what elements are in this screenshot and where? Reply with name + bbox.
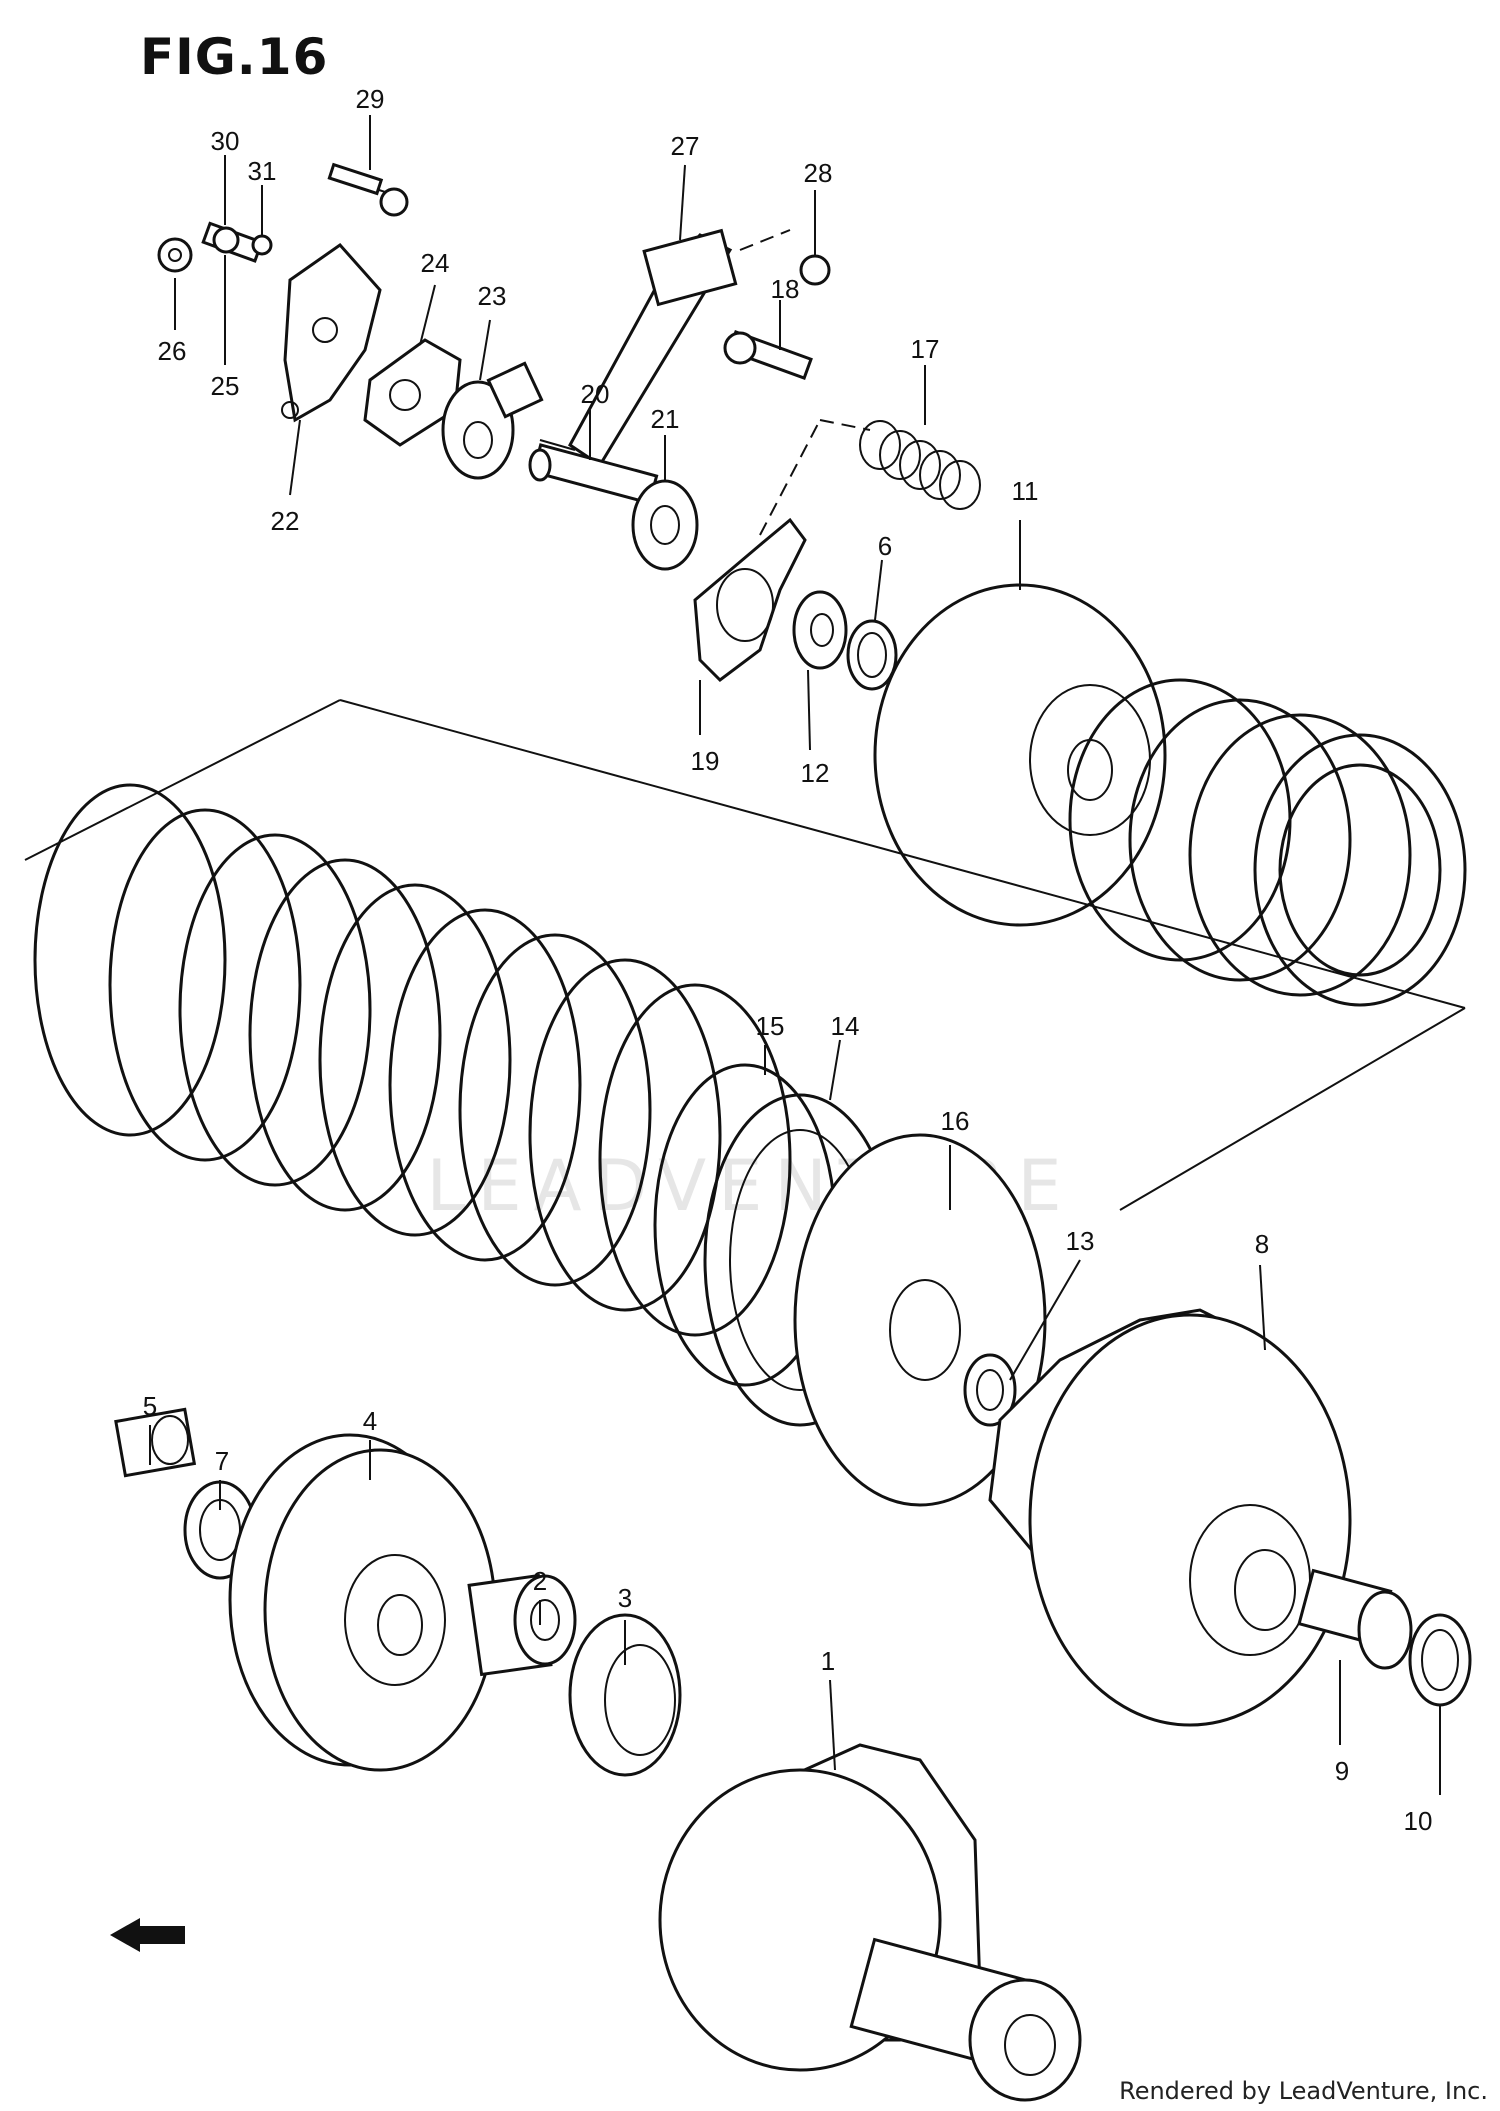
part-11-pressure-plate [873, 583, 1167, 927]
callout-22: 22 [271, 506, 300, 536]
release-lever-assembly [157, 162, 981, 691]
callout-16: 16 [941, 1106, 970, 1136]
part-22-plate [283, 243, 382, 423]
callout-6: 6 [878, 531, 892, 561]
callout-30: 30 [211, 126, 240, 156]
callout-5: 5 [143, 1391, 157, 1421]
callout-7: 7 [215, 1446, 229, 1476]
callout-12: 12 [801, 758, 830, 788]
part-19-lifter [693, 517, 807, 682]
part-8-clutch-basket [988, 1308, 1352, 1727]
callout-11: 11 [1012, 476, 1039, 506]
front-direction-arrow-icon [110, 1918, 185, 1952]
part-31-washer [251, 234, 273, 256]
callout-29: 29 [356, 84, 385, 114]
part-4-clutch-assembly [228, 1433, 497, 1772]
callout-24: 24 [421, 248, 450, 278]
callout-28: 28 [804, 158, 833, 188]
clutch-plate-stack-main [33, 783, 792, 1337]
part-26-nut [157, 237, 193, 273]
callout-13: 13 [1066, 1226, 1095, 1256]
credit-text: Rendered by LeadVenture, Inc. [1119, 2077, 1488, 2105]
part-5-nut [114, 1407, 197, 1478]
part-17-spring [859, 420, 981, 510]
callout-9: 9 [1335, 1756, 1349, 1786]
callout-19: 19 [691, 746, 720, 776]
figure-title: FIG.16 [140, 28, 329, 86]
callout-26: 26 [158, 336, 187, 366]
part-29-bolt [327, 162, 384, 196]
part-2-bushing [467, 1573, 577, 1677]
callout-23: 23 [478, 281, 507, 311]
callout-8: 8 [1255, 1229, 1269, 1259]
callout-15: 15 [756, 1011, 785, 1041]
leader-lines [149, 115, 1441, 1795]
callout-20: 20 [581, 379, 610, 409]
callout-2: 2 [533, 1566, 547, 1596]
callout-4: 4 [363, 1406, 377, 1436]
part-12-bearing [792, 590, 848, 670]
part-1-clutch-housing [658, 1743, 1082, 2102]
callout-10: 10 [1404, 1806, 1433, 1836]
callout-21: 21 [651, 404, 680, 434]
part-28-bolt [799, 254, 831, 286]
callout-25: 25 [211, 371, 240, 401]
part-30-nut [212, 226, 240, 254]
part-9-sleeve [1297, 1568, 1413, 1670]
part-10-washer [1408, 1613, 1472, 1707]
callout-31: 31 [248, 156, 277, 186]
part-21-bearing [631, 479, 699, 571]
part-3-bearing [568, 1613, 682, 1777]
part-13-washer [963, 1353, 1017, 1427]
callout-17: 17 [911, 334, 940, 364]
callout-3: 3 [618, 1583, 632, 1613]
callout-labels: 29 30 31 26 25 24 23 22 27 28 18 17 20 2… [143, 84, 1433, 1836]
callout-14: 14 [831, 1011, 860, 1041]
part-23-cam [441, 380, 515, 480]
callout-1: 1 [821, 1646, 835, 1676]
clutch-plate-stack-upper [1068, 678, 1467, 1007]
callout-18: 18 [771, 274, 800, 304]
callout-27: 27 [671, 131, 700, 161]
part-6-washer [846, 619, 898, 691]
